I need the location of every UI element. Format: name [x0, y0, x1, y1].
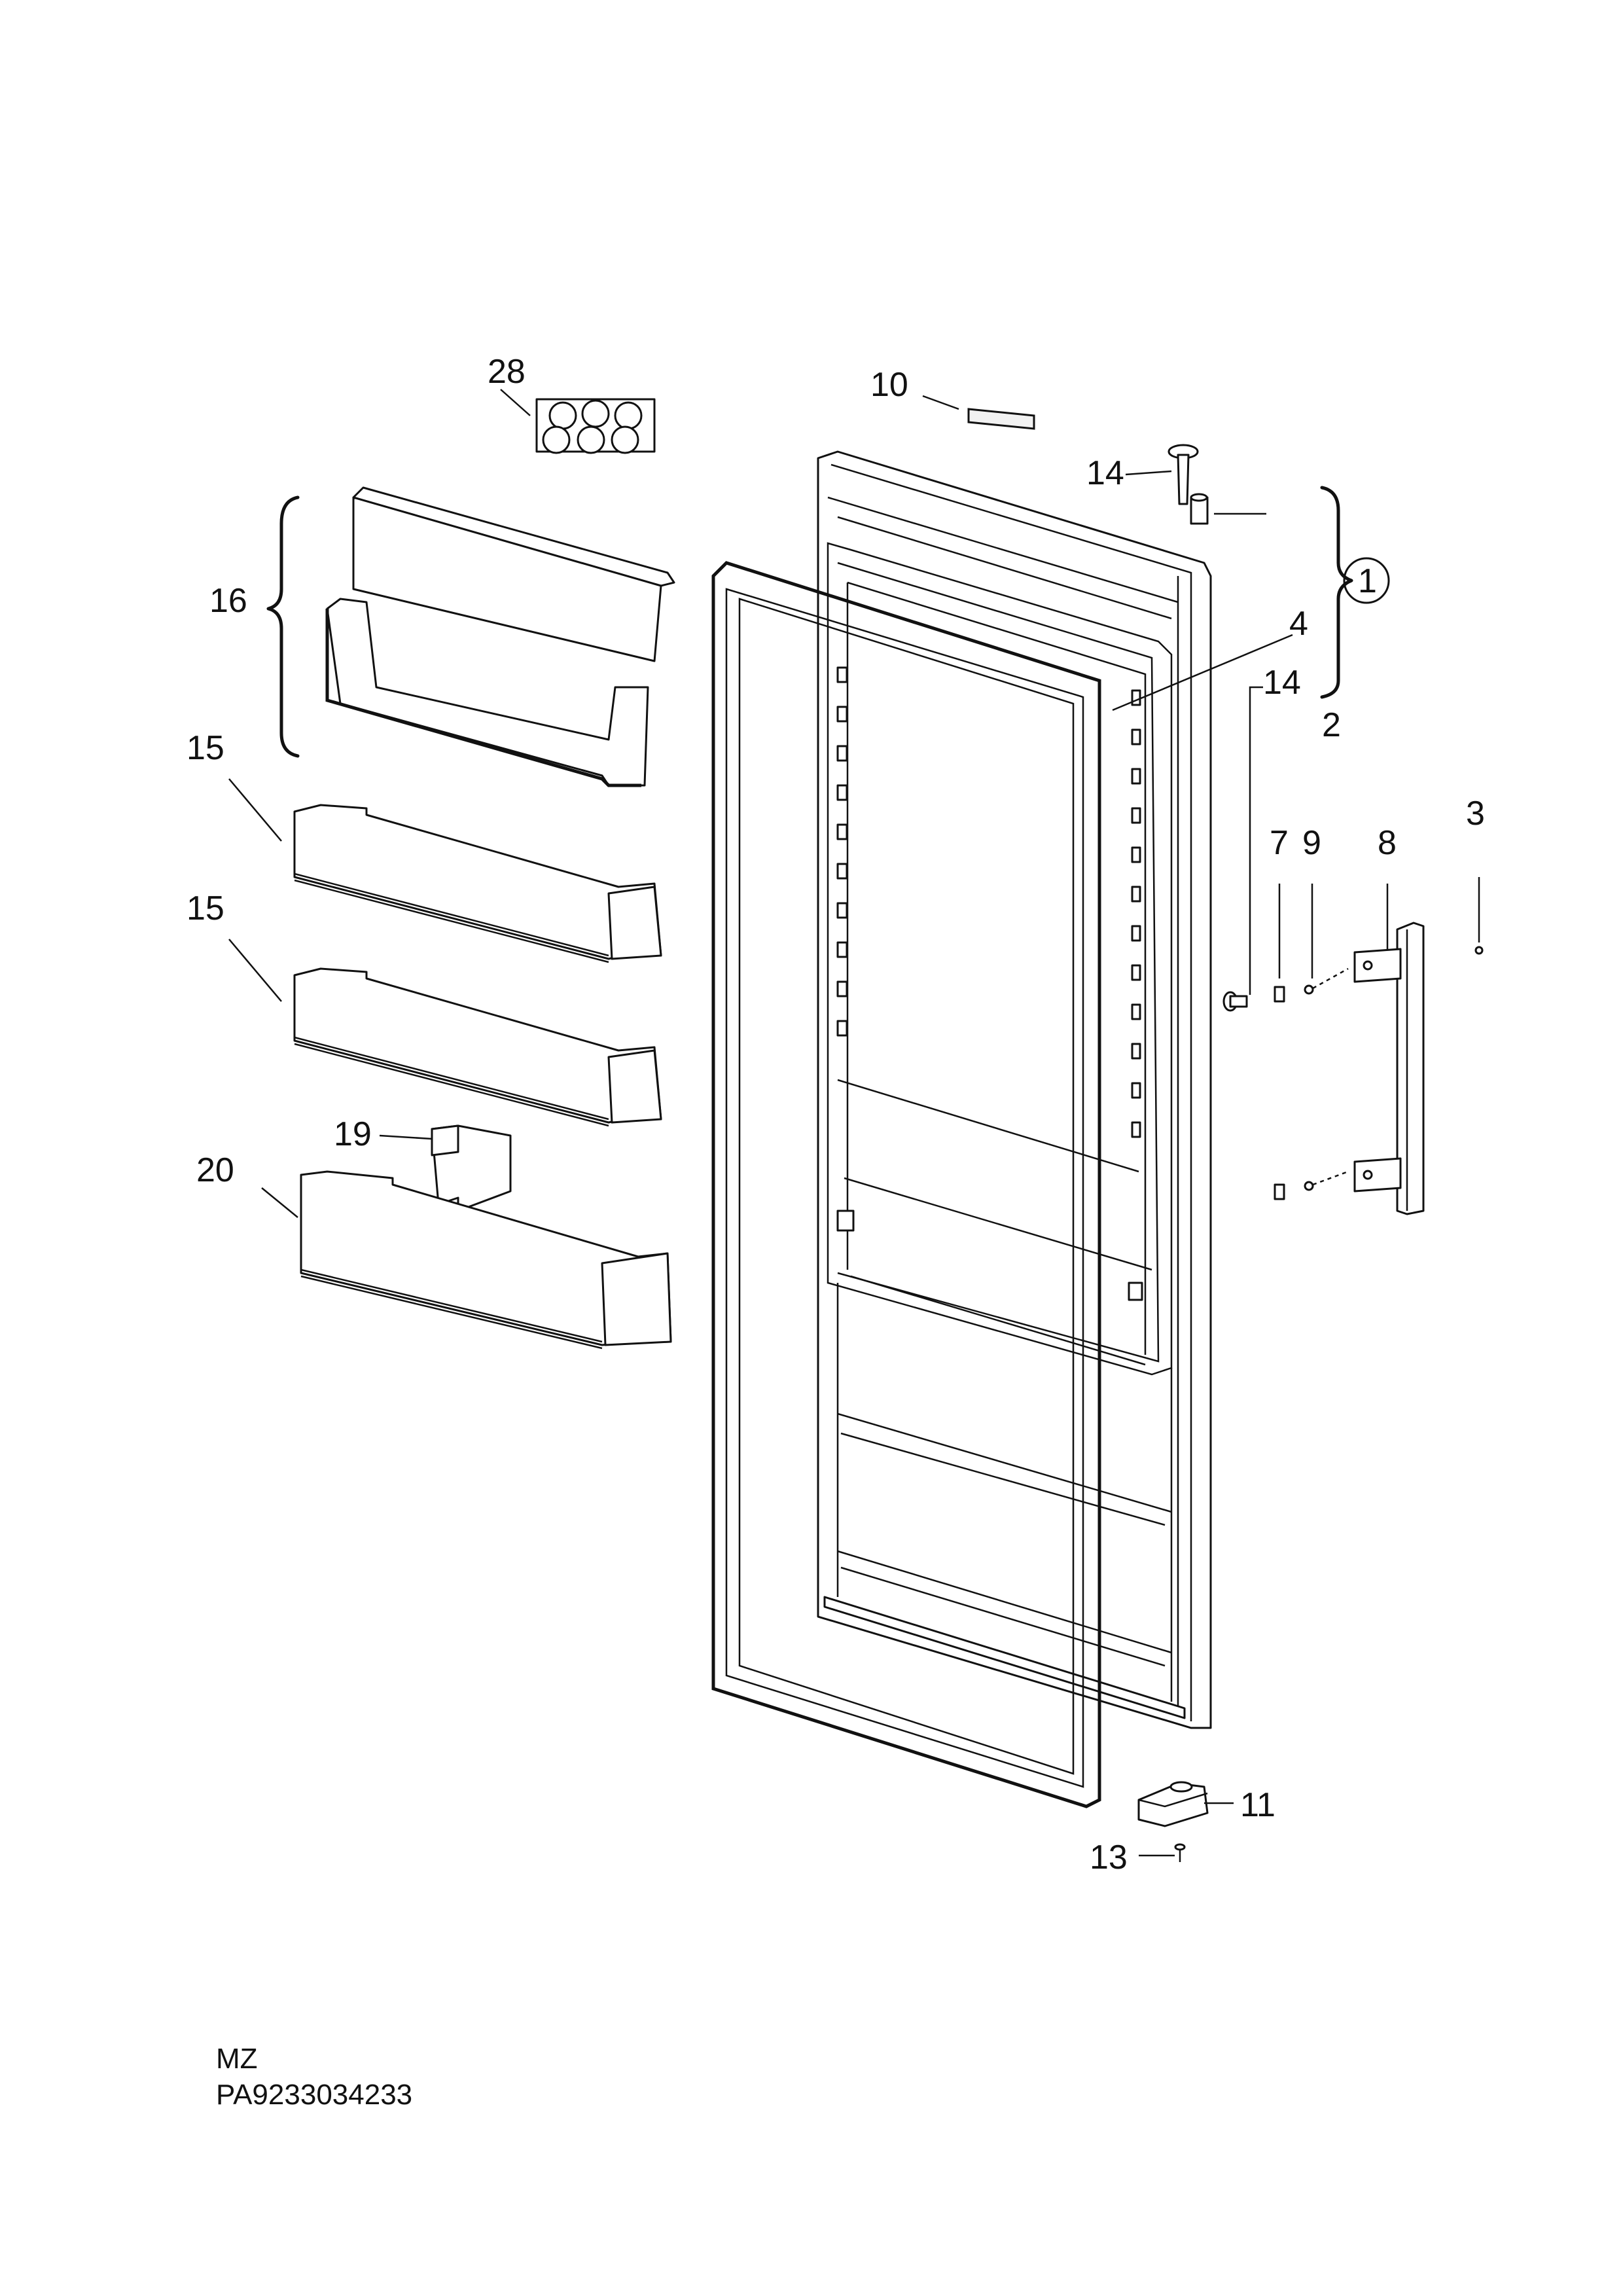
door-inner-liner — [827, 542, 1173, 1702]
part-9-screw[interactable] — [1304, 967, 1349, 1191]
part-7-spacer[interactable] — [1274, 986, 1285, 1200]
part-14-side-plug[interactable] — [1222, 991, 1248, 1012]
callout-11: 11 — [1240, 1786, 1275, 1824]
callout-28: 28 — [488, 353, 526, 391]
part-13-screw[interactable] — [1174, 1843, 1186, 1862]
callout-14-top: 14 — [1086, 454, 1124, 492]
callout-3: 3 — [1466, 795, 1485, 833]
callout-8: 8 — [1378, 824, 1397, 862]
callout-20: 20 — [196, 1151, 234, 1189]
model-code: MZ — [216, 2043, 258, 2075]
part-3-screw-cap[interactable] — [1474, 946, 1484, 955]
callout-19: 19 — [334, 1115, 372, 1153]
callout-2: 2 — [1322, 706, 1341, 744]
part-11-bottom-hinge[interactable] — [1137, 1781, 1209, 1827]
part-4-door-gasket[interactable] — [711, 561, 1101, 1808]
callout-16: 16 — [209, 582, 247, 620]
part-10-top-cover[interactable] — [967, 408, 1035, 430]
part-number: PA9233034233 — [216, 2079, 412, 2111]
part-28-egg-tray[interactable] — [535, 398, 656, 454]
brace-1 — [1320, 486, 1353, 699]
callout-14-side: 14 — [1263, 664, 1301, 702]
part-16-dairy-compartment[interactable] — [325, 486, 675, 787]
part-19-bottle-divider[interactable] — [431, 1124, 512, 1212]
part-15-door-shelf-lower[interactable] — [293, 967, 662, 1127]
callout-4: 4 — [1289, 605, 1308, 643]
callout-7: 7 — [1270, 824, 1289, 862]
callout-15-upper: 15 — [187, 729, 224, 767]
callout-10: 10 — [870, 366, 908, 404]
part-14-top-hinge-pin[interactable] — [1168, 444, 1209, 525]
brace-16 — [266, 495, 300, 758]
part-2-door-panel[interactable] — [817, 450, 1212, 1729]
part-20-bottle-shelf[interactable] — [300, 1170, 672, 1350]
callout-1: 1 — [1358, 562, 1377, 600]
part-8-door-handle[interactable] — [1353, 922, 1425, 1215]
callout-1-circle — [1343, 557, 1390, 604]
part-15-door-shelf-upper[interactable] — [293, 804, 662, 963]
callout-9: 9 — [1302, 824, 1321, 862]
callout-15-lower: 15 — [187, 889, 224, 927]
callout-13: 13 — [1090, 1839, 1128, 1876]
leader-lines — [228, 389, 1480, 1857]
